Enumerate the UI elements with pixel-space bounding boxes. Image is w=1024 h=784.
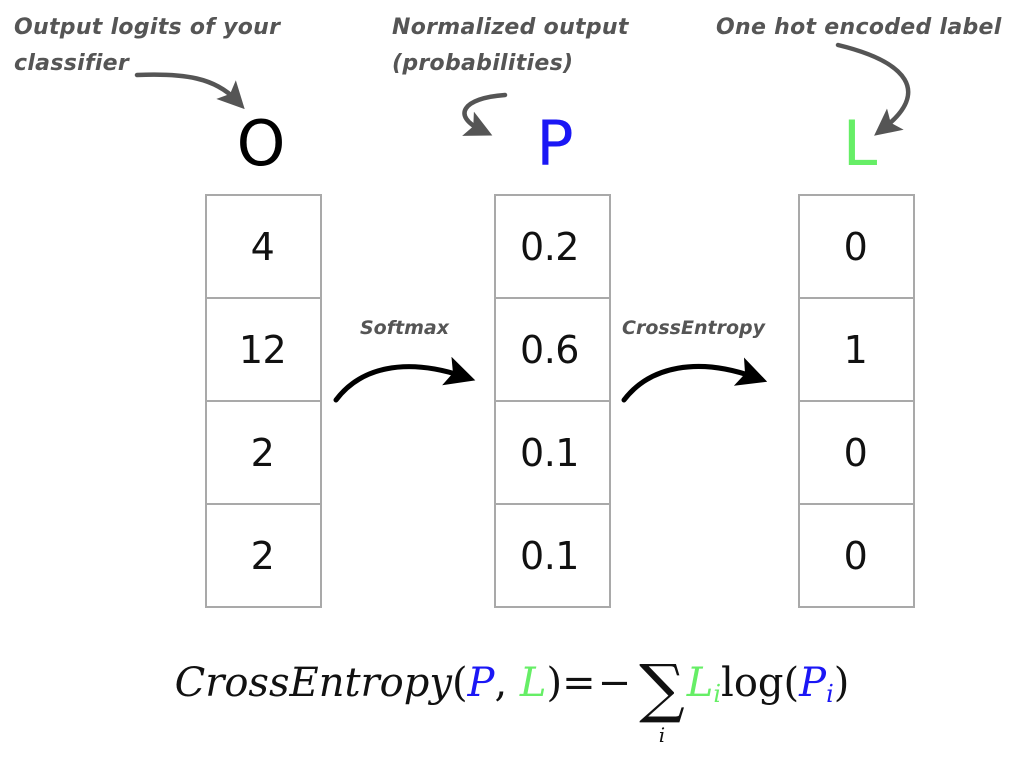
- vector-p: 0.2 0.6 0.1 0.1: [494, 194, 611, 608]
- column-header-o: O: [236, 107, 286, 180]
- vector-p-cell: 0.1: [496, 402, 609, 505]
- vector-o: 4 12 2 2: [205, 194, 322, 608]
- formula-term-l-subscript: i: [713, 680, 722, 708]
- vector-p-cell: 0.2: [496, 196, 609, 299]
- sigma-index: i: [658, 723, 666, 747]
- formula-log-close-paren: ): [833, 660, 850, 706]
- annotation-output-logits: Output logits of your classifier: [14, 15, 281, 76]
- column-header-l: L: [842, 107, 878, 180]
- sigma-glyph: ∑: [639, 652, 685, 726]
- formula-log-open-paren: (: [783, 660, 800, 706]
- column-header-p: P: [536, 107, 574, 180]
- annotation-one-hot-label: One hot encoded label: [716, 15, 1002, 40]
- formula-term-l: L: [686, 660, 714, 706]
- operation-label-crossentropy: CrossEntropy: [622, 317, 765, 339]
- arrow-crossentropy: [621, 357, 768, 403]
- vector-l-cell: 1: [800, 299, 913, 402]
- arrow-softmax: [333, 356, 476, 403]
- vector-o-cell: 12: [207, 299, 320, 402]
- formula-comma: ,: [494, 660, 520, 706]
- arrow-logits-to-o: [134, 72, 245, 110]
- vector-l: 0 1 0 0: [798, 194, 915, 608]
- vector-l-cell: 0: [800, 505, 913, 608]
- formula-arg-l: L: [519, 660, 547, 706]
- formula-open-paren: (: [451, 660, 468, 706]
- vector-o-cell: 4: [207, 196, 320, 299]
- formula-arg-p: P: [467, 660, 495, 706]
- formula-name: CrossEntropy: [174, 660, 452, 706]
- formula-log: log: [721, 660, 784, 706]
- operation-label-softmax: Softmax: [360, 317, 449, 339]
- annotation-normalized-output: Normalized output (probabilities): [392, 15, 629, 76]
- arrow-probs-to-p: [462, 92, 508, 136]
- formula-minus: −: [597, 660, 632, 706]
- vector-o-cell: 2: [207, 505, 320, 608]
- arrow-onehot-to-l: [835, 42, 911, 136]
- vector-o-cell: 2: [207, 402, 320, 505]
- formula-term-p: P: [799, 660, 827, 706]
- formula-summation-symbol: ∑i: [639, 657, 685, 747]
- vector-p-cell: 0.1: [496, 505, 609, 608]
- vector-l-cell: 0: [800, 402, 913, 505]
- formula-equals: =: [562, 660, 598, 706]
- vector-p-cell: 0.6: [496, 299, 609, 402]
- vector-l-cell: 0: [800, 196, 913, 299]
- formula-term-p-subscript: i: [826, 680, 834, 708]
- formula-close-paren: ): [546, 660, 563, 706]
